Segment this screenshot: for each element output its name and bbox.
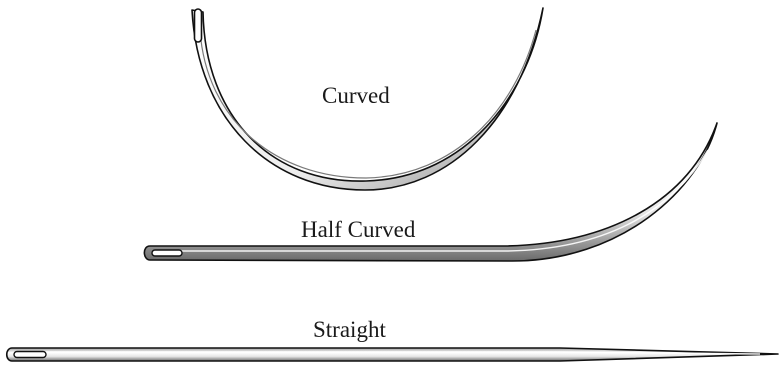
half-curved-label: Half Curved <box>301 218 415 241</box>
curved-label: Curved <box>322 84 390 107</box>
straight-needle-eye <box>14 352 46 358</box>
half-curved-needle <box>144 123 717 261</box>
half-curved-needle-eye <box>152 250 182 256</box>
straight-label: Straight <box>313 318 386 341</box>
straight-needle <box>7 348 778 361</box>
curved-needle-eye <box>195 9 202 42</box>
